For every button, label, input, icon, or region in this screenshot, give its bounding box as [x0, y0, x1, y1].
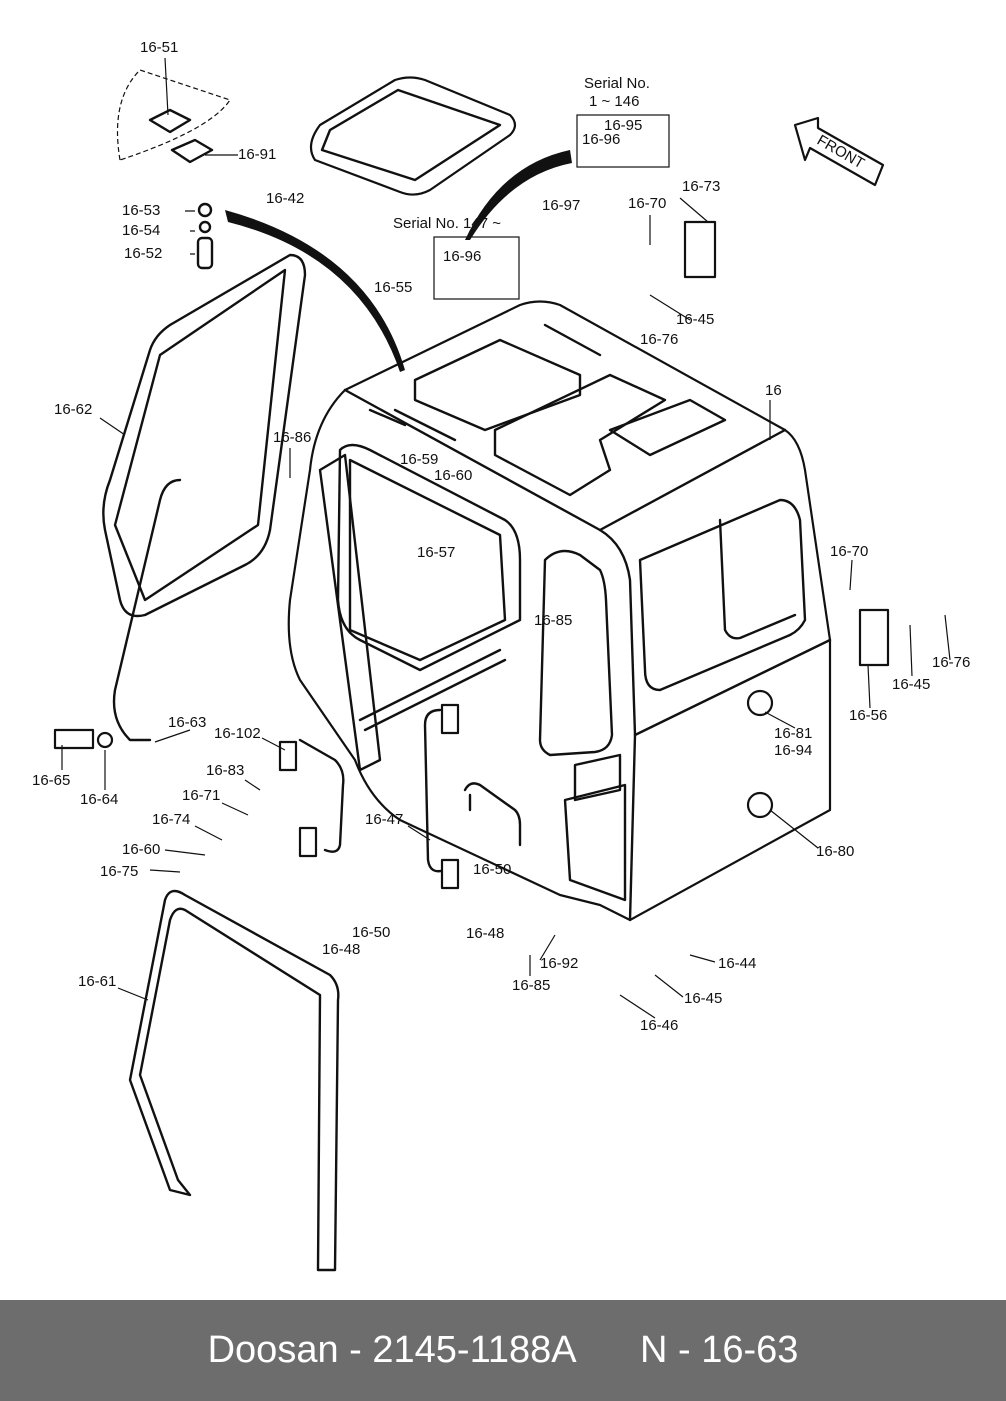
- part-label: 16-73: [682, 178, 720, 195]
- part-label: 16-97: [542, 197, 580, 214]
- part-label: 16-42: [266, 190, 304, 207]
- part-label: 16-83: [206, 762, 244, 779]
- part-label: 16-76: [932, 654, 970, 671]
- part-label: 16-45: [684, 990, 722, 1007]
- part-label: 16-53: [122, 202, 160, 219]
- part-label: 16-48: [466, 925, 504, 942]
- leader-lines: [61, 57, 951, 1019]
- part-label: 1 ~ 146: [589, 93, 639, 110]
- part-label: 16-86: [273, 429, 311, 446]
- part-label: 16-62: [54, 401, 92, 418]
- part-label: 16-70: [830, 543, 868, 560]
- part-label: 16-92: [540, 955, 578, 972]
- part-label: 16-74: [152, 811, 190, 828]
- part-label: 16-57: [417, 544, 455, 561]
- footer-caption: Doosan - 2145-1188A N - 16-63: [0, 1300, 1006, 1401]
- part-label: 16-54: [122, 222, 160, 239]
- part-label: 16-75: [100, 863, 138, 880]
- part-label: 16-85: [534, 612, 572, 629]
- part-label: 16-60: [434, 467, 472, 484]
- part-label: 16-76: [640, 331, 678, 348]
- part-label: 16-96: [582, 131, 620, 148]
- part-label: 16-70: [628, 195, 666, 212]
- part-label: 16-52: [124, 245, 162, 262]
- brand-name: Doosan: [207, 1329, 339, 1371]
- part-label: 16-51: [140, 39, 178, 56]
- part-label: 16-102: [214, 725, 261, 742]
- part-label: 16-50: [352, 924, 390, 941]
- cab-parts-diagram: FRONT 16-51 16-91 16-42 16-53 16-54 16-52 Seri…: [32, 39, 970, 1272]
- part-label: 16-96: [443, 248, 481, 265]
- roof-hatch-seal: [309, 76, 517, 196]
- separator: -: [338, 1329, 373, 1371]
- part-label: 16-47: [365, 811, 403, 828]
- part-label: 16-64: [80, 791, 118, 808]
- part-number: 2145-1188A: [372, 1329, 577, 1371]
- reference-number: N - 16-63: [639, 1329, 799, 1371]
- part-labels: 16-51 16-91 16-42 16-53 16-54 16-52 Serial No.…: [32, 39, 970, 1034]
- part-label: 16: [765, 382, 782, 399]
- part-label: 16-95: [604, 117, 642, 134]
- part-label: 16-85: [512, 977, 550, 994]
- part-label: 16-63: [168, 714, 206, 731]
- part-label: 16-45: [892, 676, 930, 693]
- part-label: 16-45: [676, 311, 714, 328]
- part-label: Serial No. 147 ~: [393, 215, 501, 232]
- callout-wedge: [465, 150, 572, 240]
- part-label: 16-94: [774, 742, 812, 759]
- part-label: 16-59: [400, 451, 438, 468]
- part-label: 16-60: [122, 841, 160, 858]
- part-label: 16-46: [640, 1017, 678, 1034]
- part-label: 16-61: [78, 973, 116, 990]
- cab-body: [287, 300, 832, 922]
- part-label: 16-80: [816, 843, 854, 860]
- part-label: 16-65: [32, 772, 70, 789]
- part-label: 16-55: [374, 279, 412, 296]
- spacer: [577, 1329, 640, 1372]
- part-label: 16-56: [849, 707, 887, 724]
- part-label: Serial No.: [584, 75, 650, 92]
- part-label: 16-71: [182, 787, 220, 804]
- front-direction-arrow: FRONT: [793, 116, 885, 187]
- part-label: 16-50: [473, 861, 511, 878]
- part-label: 16-91: [238, 146, 276, 163]
- part-label: 16-81: [774, 725, 812, 742]
- part-label: 16-44: [718, 955, 756, 972]
- part-label: 16-48: [322, 941, 360, 958]
